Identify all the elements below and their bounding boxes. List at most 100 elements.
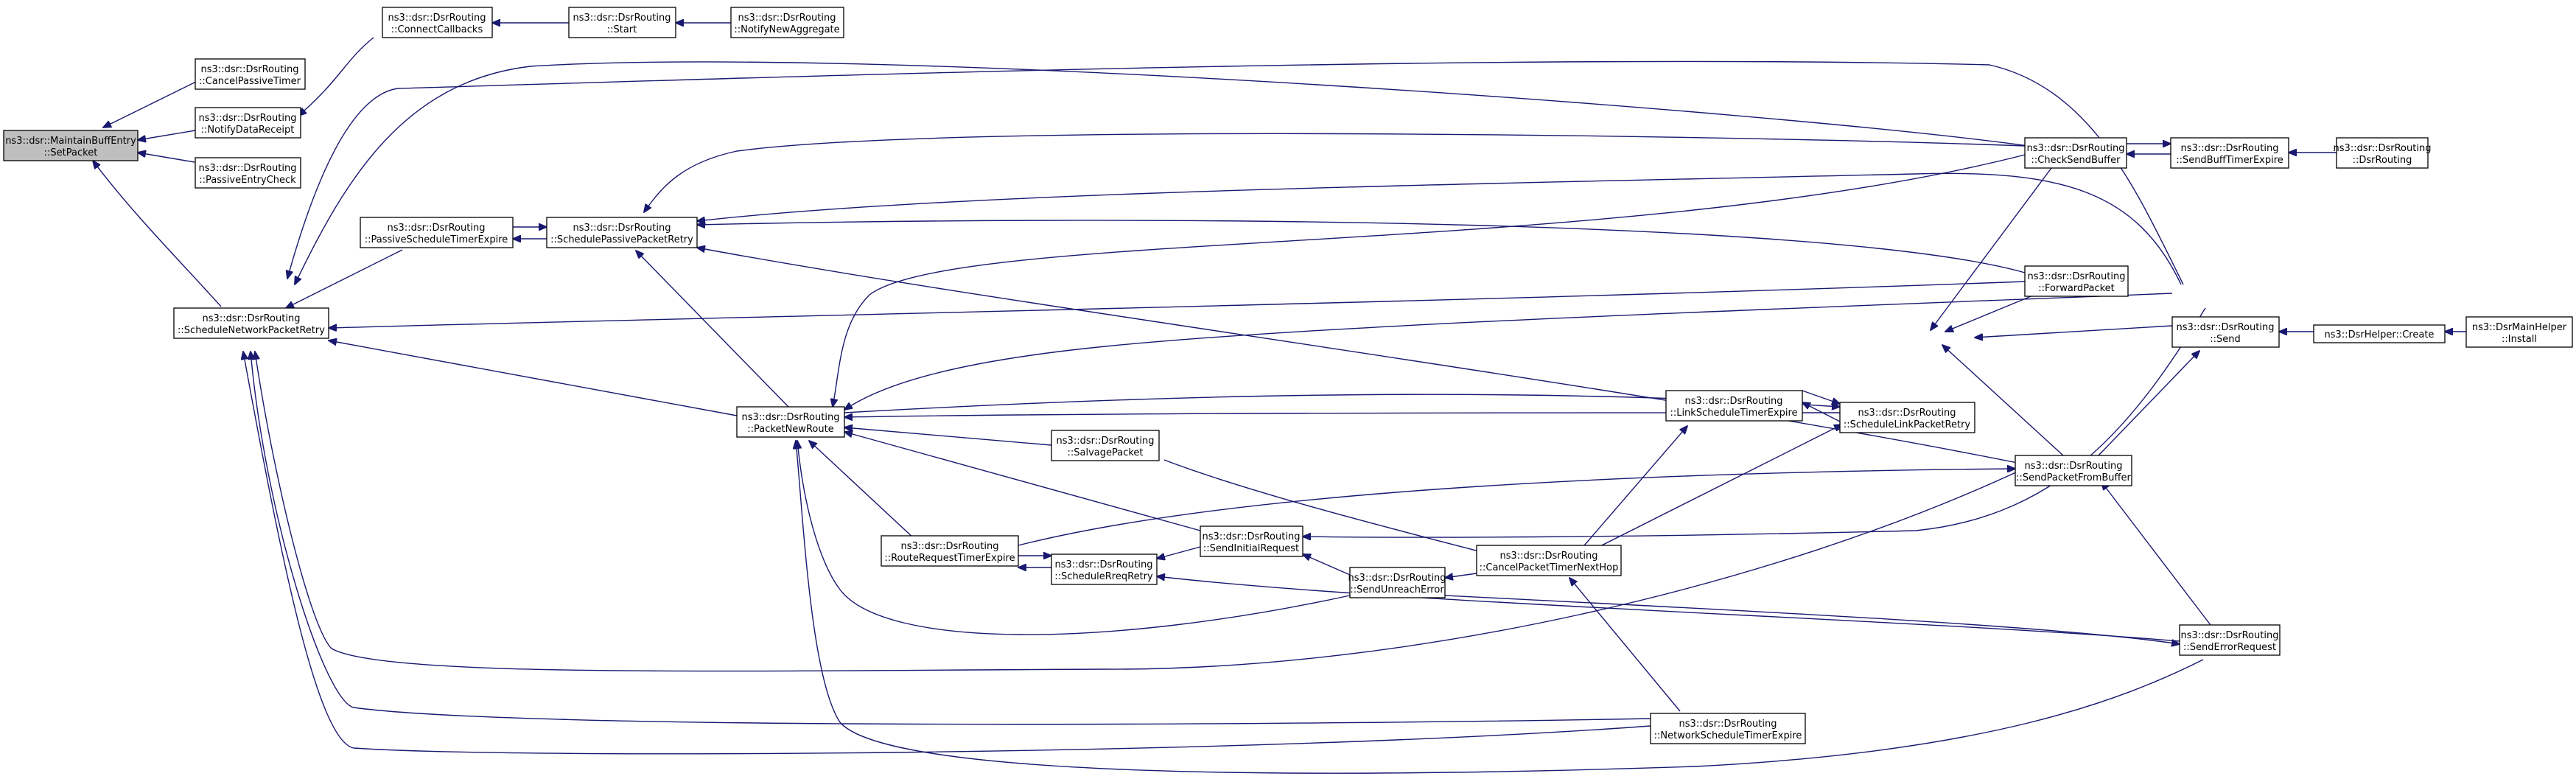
edge-cancelnext-to-linksched: [1575, 426, 1687, 556]
edge-routereq-to-sendfrombuf: [1018, 469, 2015, 546]
edge-checksend-to-schednetwork: [295, 61, 2029, 284]
svg-text:ns3::dsr::DsrRouting: ns3::dsr::DsrRouting: [2027, 143, 2125, 154]
node-cancelpackettimernexthop[interactable]: ns3::dsr::DsrRouting ::CancelPacketTimer…: [1476, 545, 1622, 576]
svg-text:::ScheduleLinkPacketRetry: ::ScheduleLinkPacketRetry: [1844, 419, 1971, 430]
edge-linksched-to-schedlink: [1802, 390, 1840, 404]
edge-sendfrombuf-to-schedlink: [1942, 345, 2064, 456]
edge-checksend-to-schedlink: [1931, 161, 2057, 330]
node-sendinitialrequest[interactable]: ns3::dsr::DsrRouting ::SendInitialReques…: [1200, 525, 1303, 557]
node-packetnewroute[interactable]: ns3::dsr::DsrRouting ::PacketNewRoute: [736, 406, 845, 438]
node-checksendbuffer[interactable]: ns3::dsr::DsrRouting ::CheckSendBuffer: [2024, 137, 2127, 169]
edge-sendfrombuf-to-schednetwork: [255, 352, 2031, 672]
edge-salvage-to-cancelnext: [1163, 459, 1496, 556]
svg-text:ns3::dsr::DsrRouting: ns3::dsr::DsrRouting: [203, 313, 301, 324]
svg-text:ns3::dsr::DsrRouting: ns3::dsr::DsrRouting: [742, 412, 840, 423]
svg-text:::Send: ::Send: [2210, 334, 2241, 345]
node-dsrrouting[interactable]: ns3::dsr::DsrRouting ::DsrRouting: [2334, 137, 2432, 169]
svg-text:::SendBuffTimerExpire: ::SendBuffTimerExpire: [2176, 155, 2283, 166]
edge-connect-to-notifydata: [298, 37, 374, 116]
svg-text:ns3::dsr::DsrRouting: ns3::dsr::DsrRouting: [2177, 322, 2275, 333]
node-routerequesttimerexpire[interactable]: ns3::dsr::DsrRouting ::RouteRequestTimer…: [881, 535, 1019, 567]
svg-text:ns3::dsr::DsrRouting: ns3::dsr::DsrRouting: [2334, 143, 2432, 154]
edge-netsched-to-cancelnext: [1569, 578, 1681, 712]
node-forwardpacket[interactable]: ns3::dsr::DsrRouting ::ForwardPacket: [2024, 265, 2129, 297]
svg-text:::CancelPassiveTimer: ::CancelPassiveTimer: [199, 76, 301, 87]
node-senderrorrequest[interactable]: ns3::dsr::DsrRouting ::SendErrorRequest: [2179, 624, 2281, 656]
svg-text:::ConnectCallbacks: ::ConnectCallbacks: [391, 24, 483, 35]
edge-send-to-schednetwork: [287, 60, 2184, 285]
svg-text:::ForwardPacket: ::ForwardPacket: [2038, 283, 2115, 294]
svg-text:::SetPacket: ::SetPacket: [44, 147, 98, 158]
svg-text:ns3::dsr::DsrRouting: ns3::dsr::DsrRouting: [1500, 551, 1598, 562]
node-sendunreacherror[interactable]: ns3::dsr::DsrRouting ::SendUnreachError: [1348, 567, 1446, 598]
svg-text:ns3::dsr::DsrRouting: ns3::dsr::DsrRouting: [388, 13, 486, 24]
svg-text:ns3::dsr::DsrRouting: ns3::dsr::DsrRouting: [573, 13, 671, 24]
svg-text:ns3::dsr::DsrRouting: ns3::dsr::DsrRouting: [2181, 630, 2279, 641]
edge-sendfrombuf-to-send: [2098, 351, 2199, 456]
svg-text:ns3::dsr::DsrRouting: ns3::dsr::DsrRouting: [1055, 559, 1153, 570]
edge-packetnew-to-schedpassive: [636, 251, 789, 408]
node-sendpacketfrombuffer[interactable]: ns3::dsr::DsrRouting ::SendPacketFromBuf…: [2015, 455, 2132, 486]
svg-text:ns3::dsr::DsrRouting: ns3::dsr::DsrRouting: [2028, 271, 2126, 282]
svg-text:ns3::dsr::DsrRouting: ns3::dsr::DsrRouting: [199, 113, 297, 124]
svg-text:ns3::dsr::MaintainBuffEntry: ns3::dsr::MaintainBuffEntry: [5, 136, 136, 147]
node-salvagepacket[interactable]: ns3::dsr::DsrRouting ::SalvagePacket: [1051, 430, 1160, 461]
edge-passiveentry-to-root: [138, 153, 195, 163]
node-passiveentrycheck[interactable]: ns3::dsr::DsrRouting ::PassiveEntryCheck: [195, 157, 301, 189]
svg-text:ns3::dsr::DsrRouting: ns3::dsr::DsrRouting: [201, 64, 299, 75]
svg-text:::SendUnreachError: ::SendUnreachError: [1350, 584, 1444, 595]
svg-text:::PassiveScheduleTimerExpire: ::PassiveScheduleTimerExpire: [365, 234, 508, 245]
svg-text:ns3::dsr::DsrRouting: ns3::dsr::DsrRouting: [1057, 436, 1155, 447]
edge-senderr-to-sendfrombuf: [2101, 482, 2211, 626]
edge-sendunreach-to-packetnew: [797, 441, 1351, 635]
edge-sendunreach-to-sendinit: [1303, 554, 1351, 576]
node-schedulelinkpacketretry[interactable]: ns3::dsr::DsrRouting ::ScheduleLinkPacke…: [1839, 402, 1975, 433]
svg-text:::SendPacketFromBuffer: ::SendPacketFromBuffer: [2016, 472, 2131, 483]
edge-checksend-to-schedpassive: [644, 133, 2026, 212]
edge-cancelpassive-to-root: [103, 80, 198, 127]
svg-text:ns3::DsrHelper::Create: ns3::DsrHelper::Create: [2325, 329, 2435, 340]
edge-netsched-to-schednetwork: [251, 352, 1651, 725]
svg-text:ns3::dsr::DsrRouting: ns3::dsr::DsrRouting: [901, 541, 999, 552]
node-linkscheduletimerexpire[interactable]: ns3::dsr::DsrRouting ::LinkScheduleTimer…: [1665, 390, 1803, 422]
svg-text:ns3::dsr::DsrRouting: ns3::dsr::DsrRouting: [1348, 573, 1446, 584]
edge-forward-to-schednetwork: [329, 281, 2026, 328]
svg-text:::Install: ::Install: [2502, 334, 2537, 345]
node-schedulepassivepacketretry[interactable]: ns3::dsr::DsrRouting ::SchedulePassivePa…: [546, 217, 698, 248]
svg-text:ns3::dsr::DsrRouting: ns3::dsr::DsrRouting: [1203, 531, 1301, 542]
edge-schedlink-to-linksched: [1802, 402, 1841, 422]
svg-text:ns3::dsr::DsrRouting: ns3::dsr::DsrRouting: [2025, 461, 2123, 472]
node-networkscheduletimerexpire[interactable]: ns3::dsr::DsrRouting ::NetworkScheduleTi…: [1650, 713, 1806, 744]
svg-text:::SalvagePacket: ::SalvagePacket: [1067, 447, 1143, 458]
node-schedulenetworkpacketretry[interactable]: ns3::dsr::DsrRouting ::ScheduleNetworkPa…: [173, 307, 329, 339]
node-start[interactable]: ns3::dsr::DsrRouting ::Start: [568, 7, 676, 38]
svg-text:::RouteRequestTimerExpire: ::RouteRequestTimerExpire: [884, 553, 1015, 564]
node-notifydatareceipt[interactable]: ns3::dsr::DsrRouting ::NotifyDataReceipt: [195, 107, 301, 139]
edge-sendunreach-to-senderr: [1444, 595, 2180, 644]
svg-text:ns3::dsr::DsrRouting: ns3::dsr::DsrRouting: [738, 13, 836, 24]
node-sendbufftimerexpire[interactable]: ns3::dsr::DsrRouting ::SendBuffTimerExpi…: [2170, 137, 2289, 169]
svg-text:::NotifyNewAggregate: ::NotifyNewAggregate: [734, 24, 839, 35]
edge-cancelnext-to-schedlink: [1575, 425, 1842, 559]
edge-sendfrombuf-to-schedpassive: [697, 248, 2026, 465]
svg-text:ns3::dsr::DsrRouting: ns3::dsr::DsrRouting: [1858, 408, 1956, 419]
svg-text:::CancelPacketTimerNextHop: ::CancelPacketTimerNextHop: [1480, 562, 1619, 573]
svg-text:::NotifyDataReceipt: ::NotifyDataReceipt: [201, 125, 295, 136]
edge-notifydata-to-root: [138, 130, 196, 140]
edge-sendinit-to-schedreq: [1157, 546, 1201, 559]
node-schedulerreqretry[interactable]: ns3::dsr::DsrRouting ::ScheduleRreqRetry: [1051, 553, 1158, 585]
node-cancelpassivetimer[interactable]: ns3::dsr::DsrRouting ::CancelPassiveTime…: [195, 58, 306, 90]
edge-senderr-to-packetnew: [796, 441, 2204, 774]
edge-netsched-to-schednetwork-2: [243, 352, 1651, 755]
node-passivescheduletimerexpire[interactable]: ns3::dsr::DsrRouting ::PassiveScheduleTi…: [360, 217, 514, 248]
node-notifynewaggregate[interactable]: ns3::dsr::DsrRouting ::NotifyNewAggregat…: [730, 7, 844, 38]
node-dsrmainhelper-install[interactable]: ns3::DsrMainHelper ::Install: [2465, 316, 2573, 348]
edge-send-to-sendinit: [1303, 307, 2206, 537]
node-maintainbuffentry-setpacket[interactable]: ns3::dsr::MaintainBuffEntry ::SetPacket: [3, 130, 139, 161]
edge-checksend-to-packetnew: [833, 154, 2026, 407]
svg-text:ns3::dsr::DsrRouting: ns3::dsr::DsrRouting: [199, 163, 297, 174]
node-dsrhelper-create[interactable]: ns3::DsrHelper::Create: [2313, 324, 2446, 343]
node-send[interactable]: ns3::dsr::DsrRouting ::Send: [2171, 316, 2280, 348]
node-connectcallbacks[interactable]: ns3::dsr::DsrRouting ::ConnectCallbacks: [382, 7, 493, 38]
